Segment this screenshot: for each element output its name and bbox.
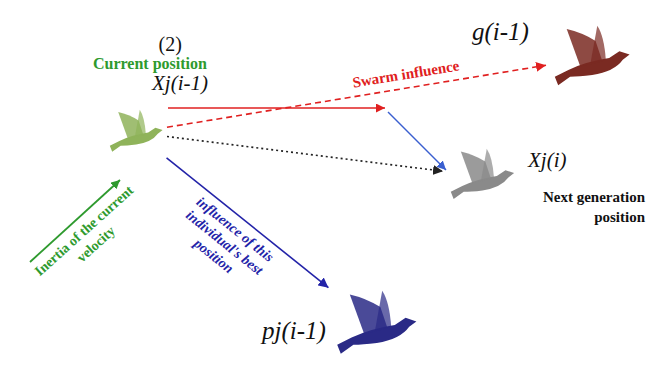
influence-arrow	[167, 137, 443, 172]
position-label: g(i-1)	[472, 18, 529, 46]
position-heading: Current position	[93, 55, 207, 73]
panel-number: (2)	[159, 33, 182, 56]
personal-best-bird	[337, 291, 416, 354]
edge-label: Swarm influence	[351, 57, 460, 91]
vector-label: Inertia of the current velocity	[30, 181, 150, 294]
bird-position: Xj(i)Next generation position	[445, 140, 517, 212]
swarm-best-bird	[555, 26, 630, 85]
position-label: Xj(i)	[528, 148, 566, 173]
sum-vector	[388, 112, 446, 170]
edge-label: influence of this individual's best posi…	[158, 182, 291, 303]
bird-position: pj(i-1)	[330, 285, 420, 365]
current-bird	[110, 110, 163, 152]
bird-position: Current positionXj(i-1)	[105, 95, 165, 170]
position-label: pj(i-1)	[262, 317, 326, 345]
next-bird	[451, 149, 514, 199]
position-label: Next generation position	[493, 188, 645, 227]
bird-position: g(i-1)	[548, 22, 633, 94]
position-label: Xj(i-1)	[152, 71, 208, 96]
